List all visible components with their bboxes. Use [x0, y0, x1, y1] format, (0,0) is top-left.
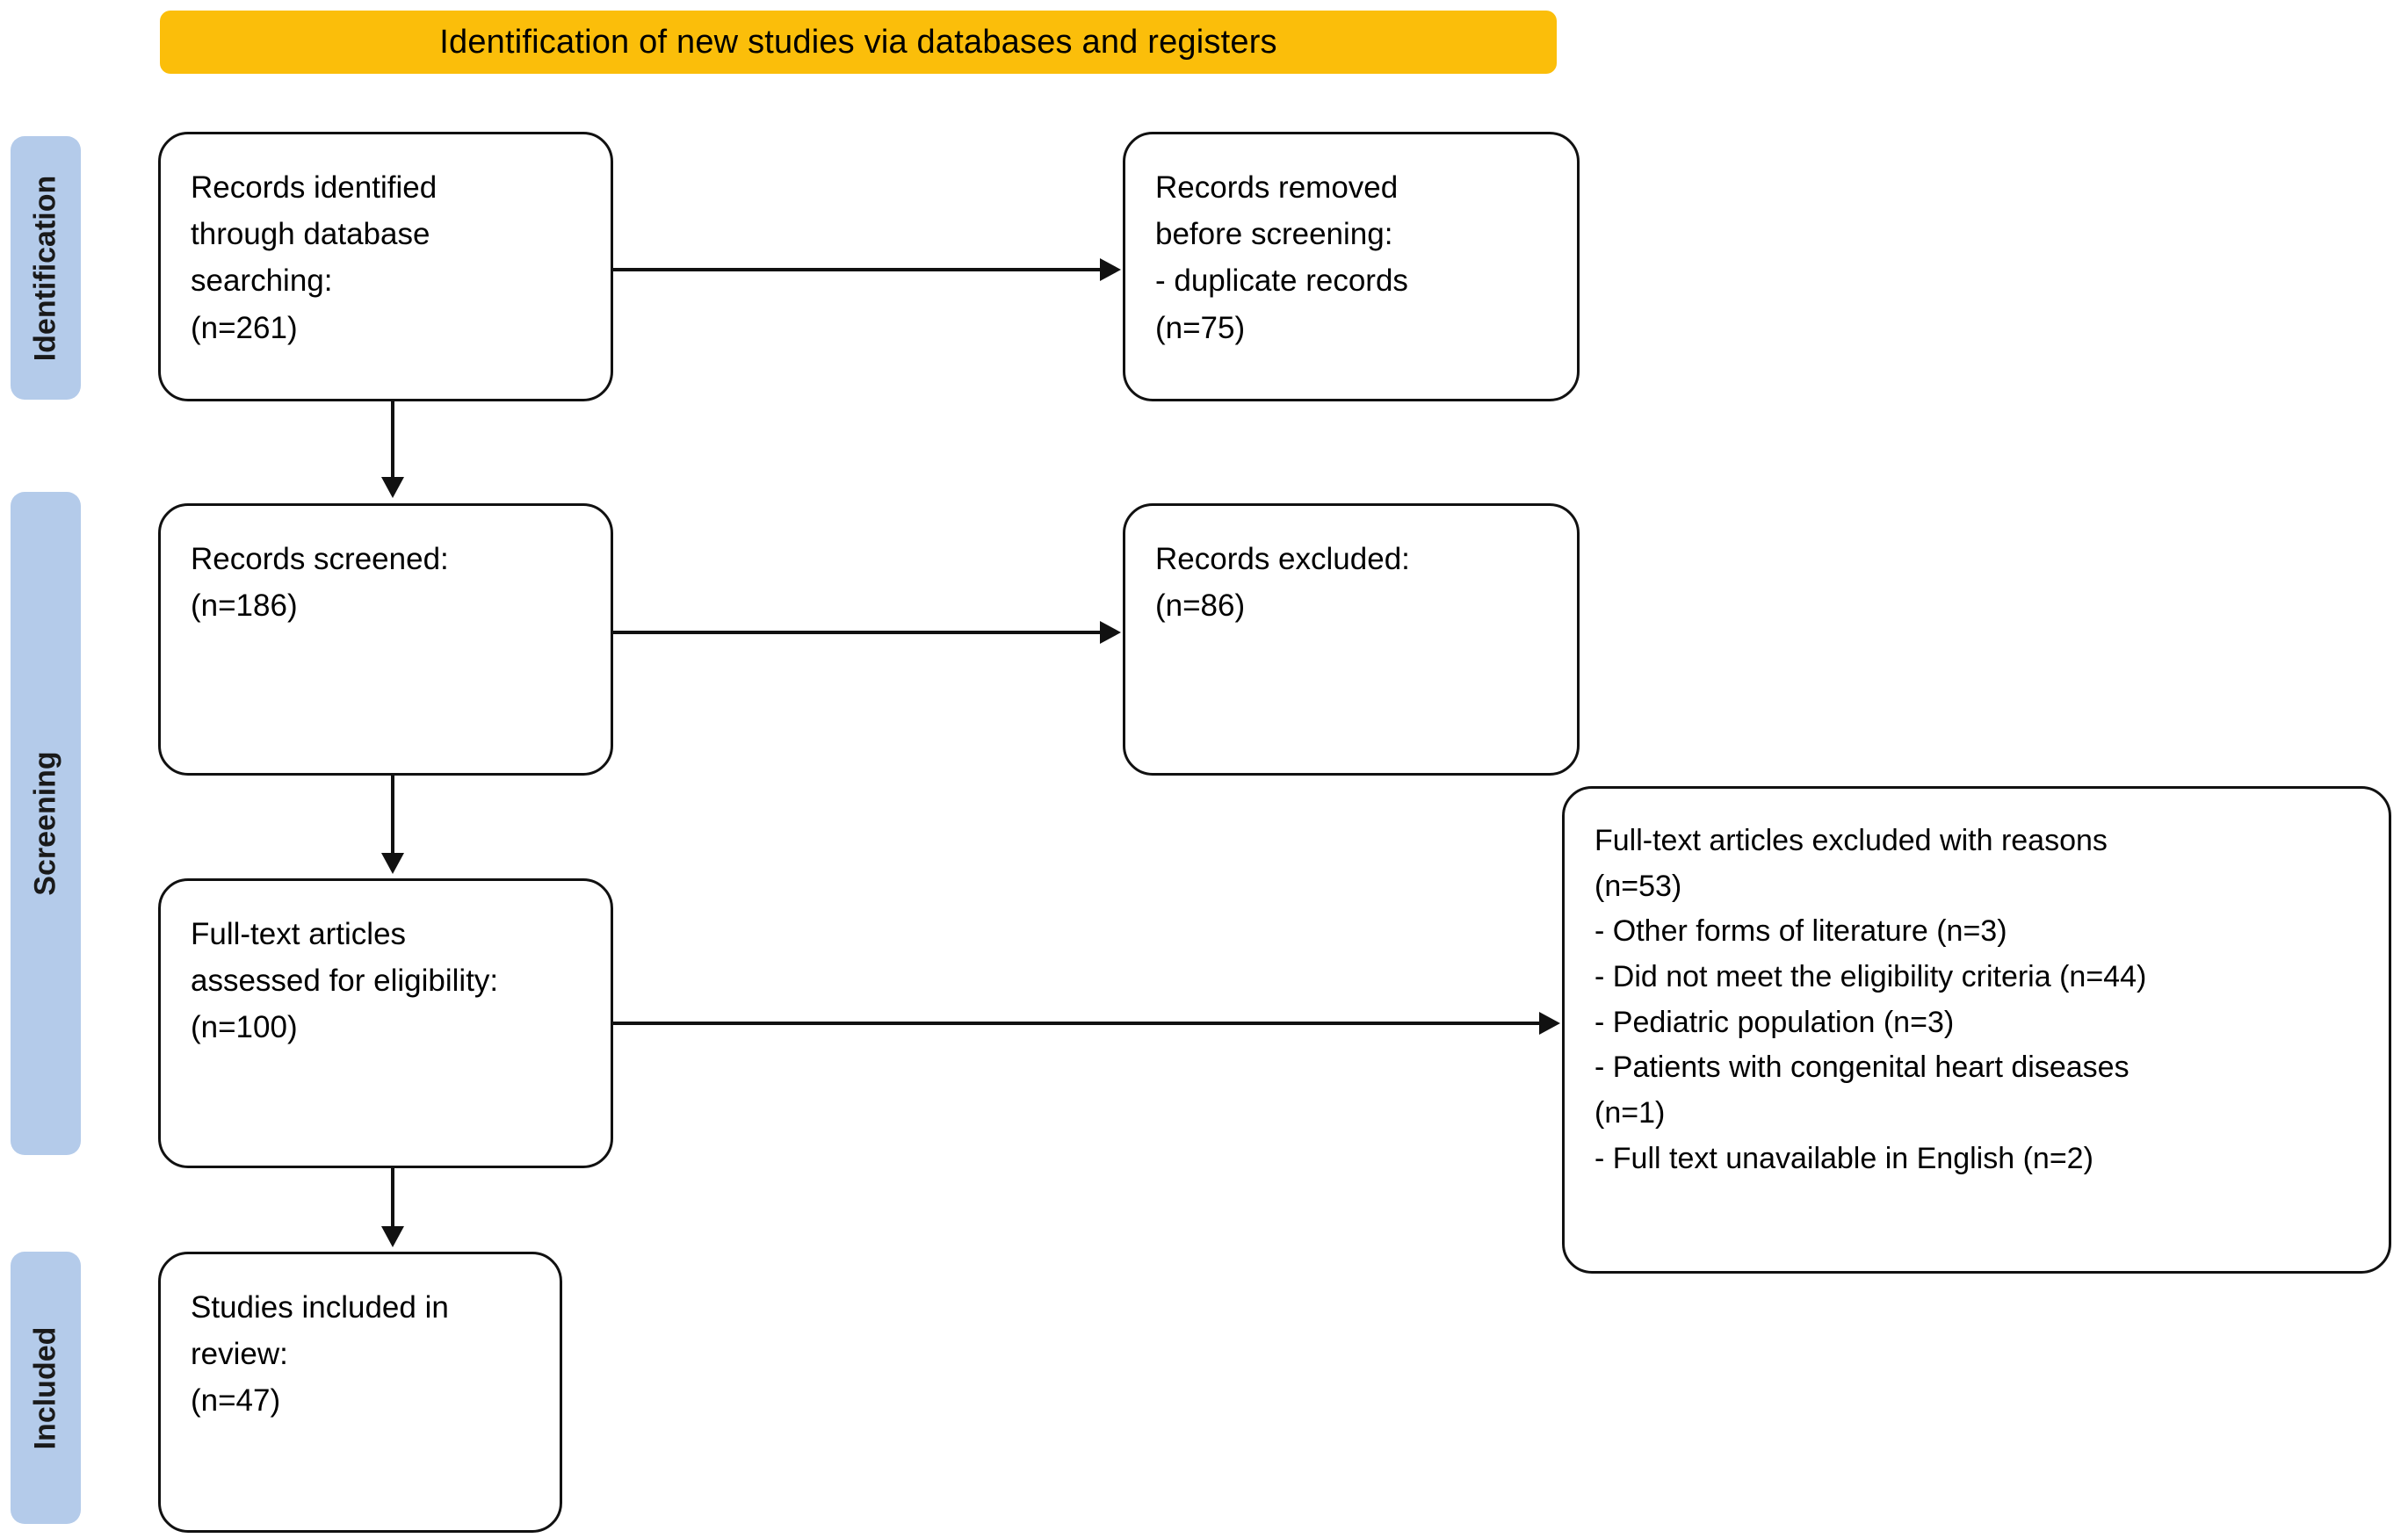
- stage-label-identification: Identification: [11, 136, 81, 400]
- box-line: Records identified: [191, 170, 437, 205]
- box-line-count: (n=53): [1594, 869, 1682, 903]
- box-line-reason: - Did not meet the eligibility criteria …: [1594, 960, 2147, 994]
- stage-label-included-text: Included: [28, 1326, 62, 1449]
- connector-fulltext-to-reasons: [613, 1022, 1541, 1025]
- box-records-excluded: Records excluded: (n=86): [1123, 503, 1580, 776]
- arrowhead-down-icon: [381, 1226, 404, 1247]
- box-line-count: (n=186): [191, 588, 298, 624]
- box-line-count: (n=100): [191, 1010, 298, 1045]
- box-line: assessed for eligibility:: [191, 964, 499, 999]
- box-fulltext-assessed: Full-text articles assessed for eligibil…: [158, 878, 613, 1168]
- box-records-removed: Records removed before screening: - dupl…: [1123, 132, 1580, 401]
- box-line-reason: - Other forms of literature (n=3): [1594, 914, 2007, 949]
- box-line: Records removed: [1155, 170, 1399, 205]
- connector-screened-to-fulltext: [391, 776, 394, 855]
- diagram-header-banner: Identification of new studies via databa…: [160, 11, 1557, 74]
- connector-screened-to-excluded: [613, 631, 1102, 634]
- box-line-count: (n=75): [1155, 310, 1246, 345]
- arrowhead-right-icon: [1100, 621, 1121, 644]
- box-records-screened: Records screened: (n=186): [158, 503, 613, 776]
- box-line: Records excluded:: [1155, 542, 1410, 576]
- box-line: review:: [191, 1337, 288, 1372]
- connector-identified-to-removed: [613, 268, 1102, 271]
- stage-label-screening-text: Screening: [28, 751, 62, 896]
- box-line: Studies included in: [191, 1290, 449, 1325]
- box-line: Full-text articles excluded with reasons: [1594, 824, 2108, 857]
- box-fulltext-excluded-reasons: Full-text articles excluded with reasons…: [1562, 786, 2391, 1274]
- box-line-count: (n=47): [191, 1383, 281, 1419]
- stage-label-identification-text: Identification: [28, 175, 62, 361]
- box-line-count: (n=261): [191, 310, 298, 345]
- box-line: Full-text articles: [191, 917, 407, 951]
- box-line-reason: - Full text unavailable in English (n=2): [1594, 1141, 2093, 1175]
- box-line: before screening:: [1155, 217, 1393, 252]
- arrowhead-down-icon: [381, 477, 404, 498]
- box-studies-included: Studies included in review: (n=47): [158, 1252, 562, 1533]
- box-line: Records screened:: [191, 542, 449, 576]
- stage-label-screening: Screening: [11, 492, 81, 1155]
- connector-identified-to-screened: [391, 401, 394, 479]
- diagram-title: Identification of new studies via databa…: [439, 23, 1277, 61]
- connector-fulltext-to-included: [391, 1168, 394, 1228]
- arrowhead-right-icon: [1100, 258, 1121, 281]
- box-line-count: (n=86): [1155, 588, 1246, 624]
- arrowhead-down-icon: [381, 853, 404, 874]
- box-line-reason: - Pediatric population (n=3): [1594, 1005, 1955, 1039]
- box-line: through database: [191, 217, 430, 252]
- stage-label-included: Included: [11, 1252, 81, 1524]
- box-line-reason: (n=1): [1594, 1096, 1666, 1130]
- box-line-reason: - Patients with congenital heart disease…: [1594, 1051, 2130, 1085]
- box-line: searching:: [191, 264, 333, 299]
- arrowhead-right-icon: [1539, 1012, 1560, 1035]
- box-line: - duplicate records: [1155, 264, 1408, 299]
- box-records-identified: Records identified through database sear…: [158, 132, 613, 401]
